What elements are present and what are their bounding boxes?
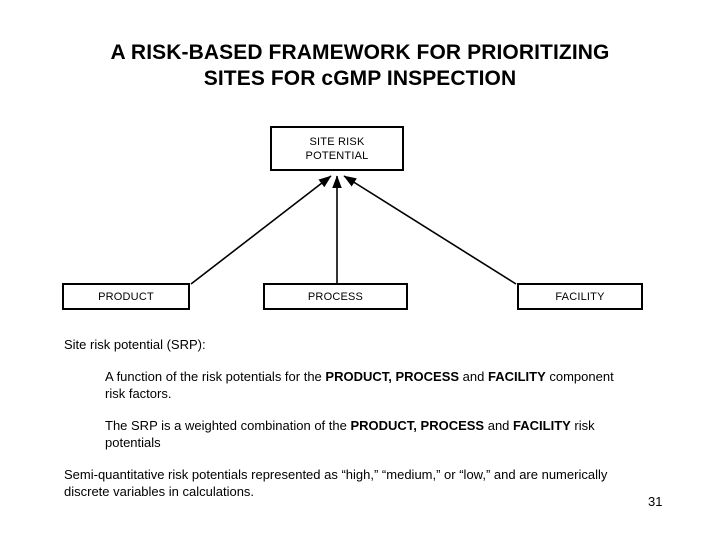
srp-definition-heading: Site risk potential (SRP): — [64, 337, 206, 352]
body-content: Site risk potential (SRP): A function of… — [64, 336, 664, 500]
srp-bullet-function: A function of the risk potentials for th… — [105, 369, 614, 401]
node-facility-label: FACILITY — [555, 290, 605, 303]
edge-product-to-srp — [190, 175, 332, 285]
node-process[interactable]: PROCESS — [263, 283, 408, 310]
srp-semiquantitative-note: Semi-quantitative risk potentials repres… — [64, 467, 608, 499]
risk-framework-diagram: SITE RISK POTENTIAL PRODUCT PROCESS FACI… — [62, 126, 643, 310]
node-site-risk-potential[interactable]: SITE RISK POTENTIAL — [270, 126, 404, 171]
edge-facility-to-srp — [343, 175, 517, 285]
node-product-label: PRODUCT — [98, 290, 154, 303]
node-product[interactable]: PRODUCT — [62, 283, 190, 310]
node-site-risk-potential-label: SITE RISK POTENTIAL — [305, 135, 369, 162]
page-title-line-1: A RISK-BASED FRAMEWORK FOR PRIORITIZING — [110, 41, 610, 64]
diagram-connector-layer — [190, 175, 517, 285]
srp-bullet-weighted-combination: The SRP is a weighted combination of the… — [105, 418, 595, 450]
node-process-label: PROCESS — [307, 290, 364, 303]
node-facility[interactable]: FACILITY — [517, 283, 643, 310]
page-title: A RISK-BASED FRAMEWORK FOR PRIORITIZING … — [0, 40, 720, 92]
page-title-line-2: SITES FOR cGMP INSPECTION — [203, 67, 517, 90]
page-number: 31 — [648, 494, 663, 509]
